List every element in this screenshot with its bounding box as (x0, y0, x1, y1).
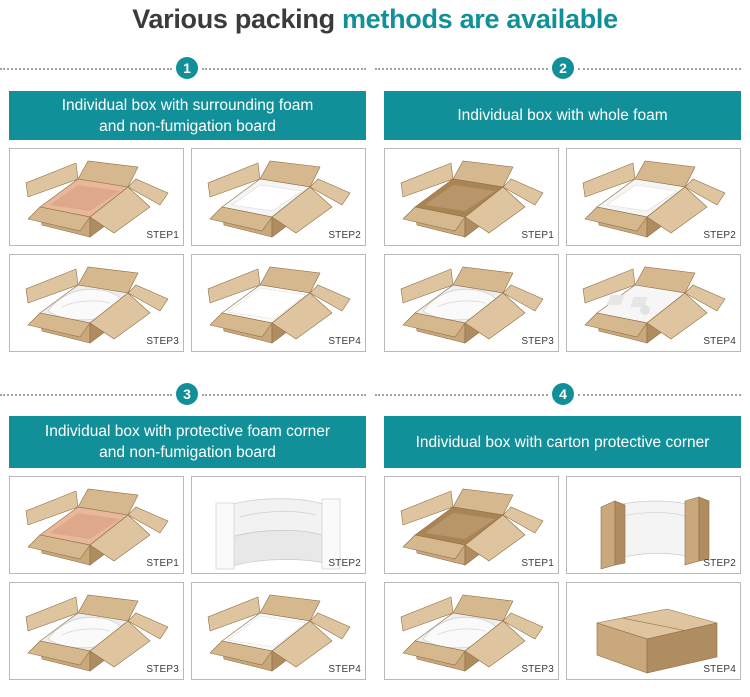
method-title-line-1: Individual box with surrounding foam (61, 96, 314, 114)
step-label: STEP1 (146, 230, 179, 241)
section-divider (0, 394, 172, 396)
step-image-card: STEP4 (566, 254, 741, 352)
method-number-badge: 3 (176, 383, 198, 405)
method-title: Individual box with surrounding foam and … (62, 95, 314, 137)
method-title-line-2: and non-fumigation board (99, 117, 276, 135)
method-number-badge: 1 (176, 57, 198, 79)
step-image-card: STEP4 (191, 582, 366, 680)
step-label: STEP1 (146, 558, 179, 569)
step-label: STEP2 (328, 230, 361, 241)
step-image-card: STEP1 (9, 476, 184, 574)
section-divider (202, 394, 366, 396)
method-title: Individual box with whole foam (457, 105, 667, 126)
step-label: STEP3 (146, 664, 179, 675)
step-label: STEP2 (328, 558, 361, 569)
section-divider (578, 394, 741, 396)
method-number-badge: 4 (552, 383, 574, 405)
step-label: STEP2 (703, 558, 736, 569)
step-image-card: STEP3 (9, 582, 184, 680)
step-label: STEP3 (146, 336, 179, 347)
step-image-card: STEP1 (384, 476, 559, 574)
method-title-banner: Individual box with surrounding foam and … (9, 91, 366, 140)
section-divider (375, 394, 548, 396)
step-label: STEP4 (328, 336, 361, 347)
section-divider (375, 68, 548, 70)
step-image-card: STEP3 (384, 254, 559, 352)
section-divider (202, 68, 366, 70)
method-title-banner: Individual box with whole foam (384, 91, 741, 140)
method-title: Individual box with carton protective co… (416, 432, 710, 453)
step-image-card: STEP4 (191, 254, 366, 352)
step-image-card: STEP4 (566, 582, 741, 680)
step-image-card: STEP2 (566, 476, 741, 574)
method-title-line-1: Individual box with carton protective co… (415, 433, 710, 451)
method-title-line-1: Individual box with whole foam (457, 107, 668, 124)
step-label: STEP4 (703, 664, 736, 675)
method-number-badge: 2 (552, 57, 574, 79)
section-divider (0, 68, 172, 70)
step-label: STEP4 (703, 336, 736, 347)
title-part-1: Various packing (132, 4, 342, 34)
step-image-card: STEP2 (191, 148, 366, 246)
method-title-line-1: Individual box with protective foam corn… (44, 423, 331, 440)
method-title: Individual box with protective foam corn… (45, 421, 330, 463)
method-title-line-2: and non-fumigation board (99, 444, 276, 461)
title-part-2: methods are available (341, 4, 618, 34)
step-image-card: STEP3 (384, 582, 559, 680)
section-divider (578, 68, 741, 70)
page-title: Various packing methods are available (0, 4, 750, 35)
step-label: STEP1 (521, 230, 554, 241)
step-label: STEP1 (521, 558, 554, 569)
step-label: STEP2 (703, 230, 736, 241)
step-label: STEP3 (521, 336, 554, 347)
step-image-card: STEP1 (384, 148, 559, 246)
step-image-card: STEP2 (566, 148, 741, 246)
step-label: STEP3 (521, 664, 554, 675)
method-title-banner: Individual box with carton protective co… (384, 416, 741, 468)
step-image-card: STEP3 (9, 254, 184, 352)
step-label: STEP4 (328, 664, 361, 675)
step-image-card: STEP2 (191, 476, 366, 574)
step-image-card: STEP1 (9, 148, 184, 246)
method-title-banner: Individual box with protective foam corn… (9, 416, 366, 468)
